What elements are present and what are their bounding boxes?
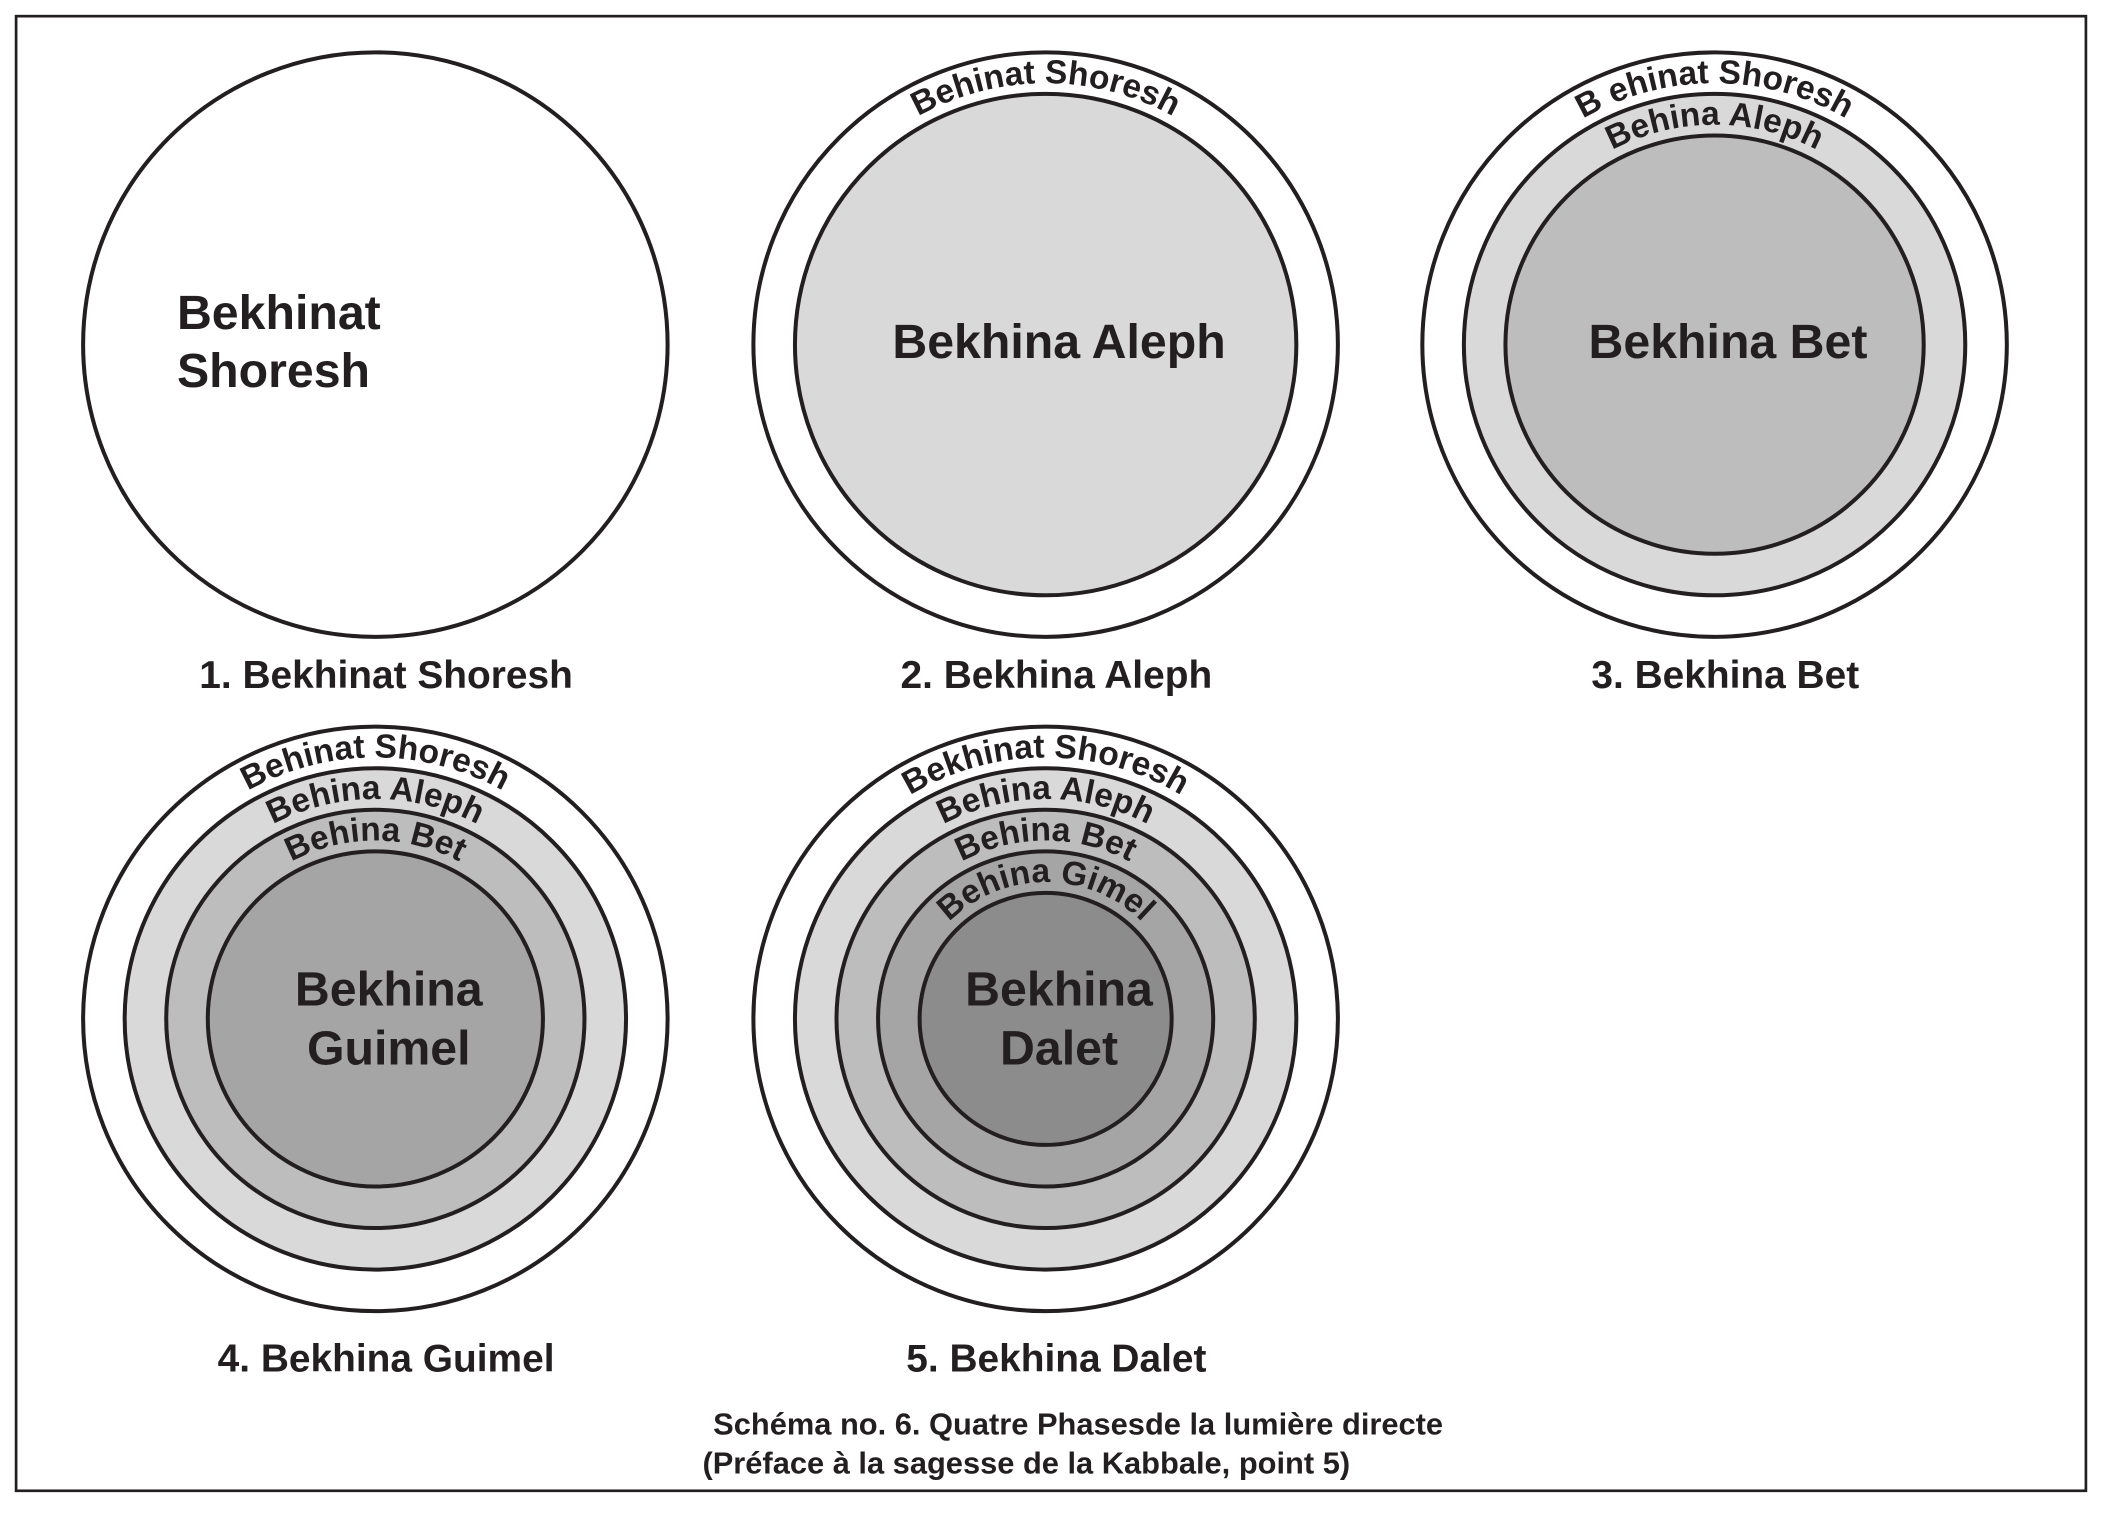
diagram-caption: 3. Bekhina Bet <box>1591 654 1859 697</box>
diagram-caption: 2. Bekhina Aleph <box>901 654 1213 697</box>
center-label: Dalet <box>1000 1021 1118 1075</box>
center-label: Bekhinat <box>177 286 381 340</box>
diagram-caption: 5. Bekhina Dalet <box>906 1337 1206 1380</box>
ring-level-4 <box>917 890 1174 1147</box>
footer-title: Schéma no. 6. Quatre Phasesde la lumière… <box>713 1406 1443 1441</box>
center-label: Bekhina <box>295 963 484 1017</box>
center-label: Bekhina <box>965 963 1154 1017</box>
center-label: Bekhina Aleph <box>892 315 1225 369</box>
ring-level-0 <box>81 50 670 639</box>
ring-level-2 <box>1503 133 1926 556</box>
center-label: Bekhina Bet <box>1589 315 1868 369</box>
ring-level-1 <box>792 91 1299 598</box>
footer-source: (Préface à la sagesse de la Kabbale, poi… <box>702 1445 1350 1480</box>
diagram-caption: 1. Bekhinat Shoresh <box>199 654 573 697</box>
center-label: Guimel <box>307 1021 471 1075</box>
diagram-caption: 4. Bekhina Guimel <box>218 1337 555 1380</box>
ring-level-3 <box>205 849 545 1189</box>
center-label: Shoresh <box>177 344 370 398</box>
